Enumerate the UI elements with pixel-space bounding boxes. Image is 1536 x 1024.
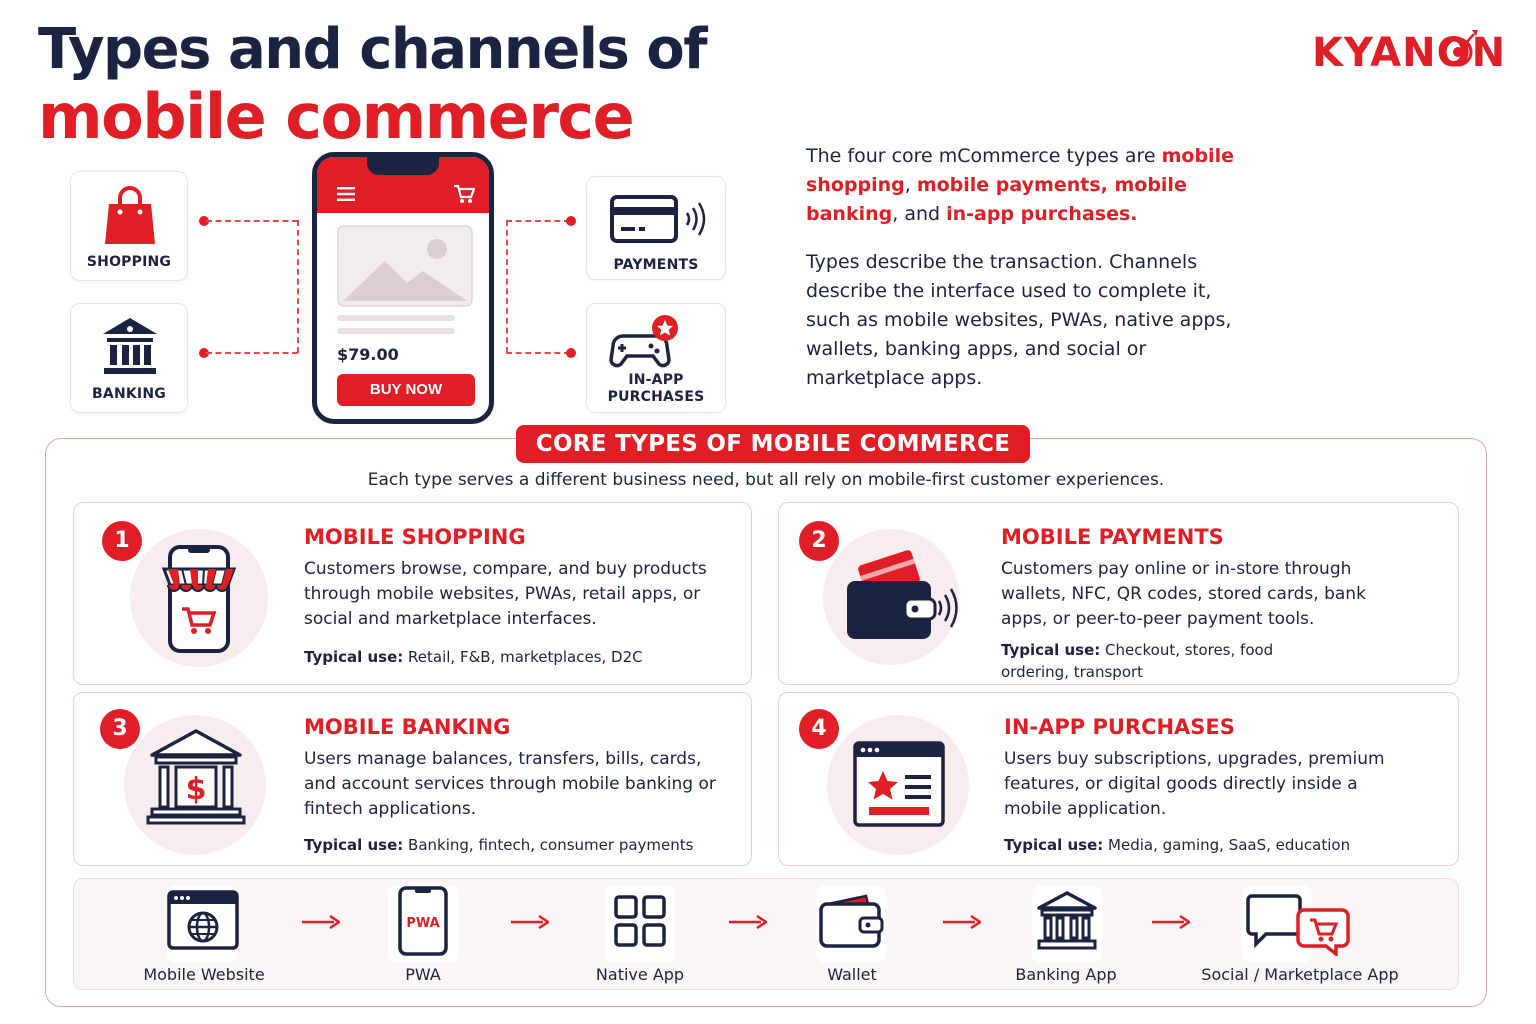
typical-use-value: Banking, fintech, consumer payments bbox=[403, 836, 694, 854]
kyanon-logo: KYANON bbox=[1312, 30, 1506, 76]
contactless-card-icon bbox=[610, 195, 706, 243]
chat-cart-icon bbox=[1246, 894, 1350, 956]
type-number: 3 bbox=[100, 709, 140, 749]
typical-use-value: Media, gaming, SaaS, education bbox=[1103, 836, 1351, 854]
shopping-label: SHOPPING bbox=[86, 254, 172, 270]
text-line-placeholder bbox=[337, 328, 455, 334]
intro-highlight: in-app purchases. bbox=[946, 203, 1138, 225]
pwa-icon-text: PWA bbox=[406, 916, 439, 931]
arrow-right-icon bbox=[1152, 915, 1190, 929]
page-title-line2: mobile commerce bbox=[38, 80, 635, 153]
type-card-mobile-payments: 2 MOBILE PAYMENTS Customers pay online o… bbox=[778, 502, 1459, 685]
channel-label: Wallet bbox=[827, 965, 877, 984]
phone-notch bbox=[367, 157, 439, 175]
typical-use-label: Typical use: bbox=[1004, 836, 1104, 854]
arrow-right-icon bbox=[302, 915, 340, 929]
type-description: Users manage balances, transfers, bills,… bbox=[304, 749, 716, 819]
type-typical-use: Typical use: Checkout, stores, food orde… bbox=[1001, 639, 1301, 683]
shopping-card: SHOPPING bbox=[70, 171, 188, 281]
menu-icon[interactable] bbox=[337, 187, 355, 201]
connector-line bbox=[506, 352, 570, 354]
typical-use-value: Checkout, stores, food ordering, transpo… bbox=[1001, 641, 1274, 681]
intro-paragraph-2: Types describe the transaction. Channels… bbox=[806, 251, 1232, 389]
text-line-placeholder bbox=[337, 315, 455, 321]
gamepad-star-icon bbox=[609, 315, 678, 368]
type-description: Customers pay online or in-store through… bbox=[1001, 559, 1366, 629]
app-window-star-icon bbox=[853, 741, 945, 827]
browser-globe-icon bbox=[167, 890, 239, 950]
banking-card: BANKING bbox=[70, 303, 188, 413]
section-banner: CORE TYPES OF MOBILE COMMERCE bbox=[516, 425, 1030, 463]
type-title: MOBILE SHOPPING bbox=[304, 525, 526, 549]
in-app-label-line2: PURCHASES bbox=[607, 389, 705, 405]
type-number: 2 bbox=[799, 521, 839, 561]
in-app-label-line1: IN-APP bbox=[628, 372, 684, 388]
typical-use-label: Typical use: bbox=[304, 648, 404, 666]
phone-mockup: $79.00 BUY NOW bbox=[312, 152, 494, 424]
intro-text: , bbox=[904, 174, 917, 196]
type-typical-use: Typical use: Retail, F&B, marketplaces, … bbox=[304, 646, 734, 668]
intro-highlight: mobile payments, mobile banking bbox=[806, 174, 1187, 225]
channel-label: Native App bbox=[595, 965, 685, 984]
type-number: 1 bbox=[102, 521, 142, 561]
wallet-contactless-icon bbox=[847, 550, 958, 639]
product-image-placeholder bbox=[337, 225, 473, 307]
shopping-bag-icon bbox=[105, 186, 155, 244]
type-typical-use: Typical use: Media, gaming, SaaS, educat… bbox=[1004, 834, 1434, 856]
typical-use-value: Retail, F&B, marketplaces, D2C bbox=[403, 648, 643, 666]
arrow-right-icon bbox=[729, 915, 767, 929]
channels-bar bbox=[73, 878, 1459, 990]
connector-dot bbox=[566, 216, 576, 226]
type-description: Users buy subscriptions, upgrades, premi… bbox=[1004, 749, 1385, 819]
storefront-phone-icon bbox=[162, 545, 236, 653]
pwa-phone-icon: PWA bbox=[398, 886, 448, 956]
bank-dollar-icon: $ bbox=[146, 729, 246, 825]
payments-card: PAYMENTS bbox=[586, 176, 726, 280]
connector-line bbox=[206, 220, 298, 222]
payments-label: PAYMENTS bbox=[613, 257, 699, 273]
app-grid-icon bbox=[614, 895, 666, 947]
connector-line bbox=[297, 220, 299, 353]
cart-icon[interactable] bbox=[453, 184, 475, 204]
type-number: 4 bbox=[799, 709, 839, 749]
banking-label: BANKING bbox=[92, 386, 166, 402]
channel-label: PWA bbox=[405, 965, 441, 984]
type-card-in-app-purchases: 4 IN-APP PURCHASES Users buy subscriptio… bbox=[778, 692, 1459, 866]
logo-text: KYANON bbox=[1312, 30, 1507, 76]
intro-text: The four core mCommerce types are bbox=[806, 145, 1162, 167]
channel-label: Social / Marketplace App bbox=[1201, 965, 1399, 984]
arrow-right-icon bbox=[943, 915, 981, 929]
intro-text: , and bbox=[892, 203, 947, 225]
type-title: IN-APP PURCHASES bbox=[1004, 715, 1235, 739]
channel-label: Banking App bbox=[1015, 965, 1117, 984]
intro-highlight: mobile shopping bbox=[806, 145, 1234, 196]
type-title: MOBILE BANKING bbox=[304, 715, 511, 739]
connector-line bbox=[206, 352, 298, 354]
section-subtitle: Each type serves a different business ne… bbox=[367, 470, 1165, 490]
type-typical-use: Typical use: Banking, fintech, consumer … bbox=[304, 834, 734, 856]
typical-use-label: Typical use: bbox=[1001, 641, 1101, 659]
type-title: MOBILE PAYMENTS bbox=[1001, 525, 1224, 549]
typical-use-label: Typical use: bbox=[304, 836, 404, 854]
svg-text:$: $ bbox=[186, 772, 207, 807]
intro-paragraph-1: The four core mCommerce types are mobile… bbox=[806, 142, 1266, 229]
type-description: Customers browse, compare, and buy produ… bbox=[304, 559, 707, 629]
product-price: $79.00 bbox=[337, 345, 399, 364]
channel-label: Mobile Website bbox=[143, 965, 265, 984]
connector-line bbox=[506, 220, 570, 222]
connector-dot bbox=[199, 216, 209, 226]
connector-line bbox=[506, 220, 508, 353]
bank-icon bbox=[103, 318, 157, 374]
type-card-mobile-banking: 3 $ MOBILE BANKING Users manage balances… bbox=[73, 692, 752, 866]
logo-target-icon bbox=[1443, 30, 1478, 67]
bank-icon bbox=[1037, 891, 1097, 950]
type-card-mobile-shopping: 1 MOBILE SHOPPING Customers browse, comp… bbox=[73, 502, 752, 685]
buy-now-button[interactable]: BUY NOW bbox=[337, 374, 475, 406]
connector-dot bbox=[566, 348, 576, 358]
in-app-purchases-card: IN-APP PURCHASES bbox=[586, 303, 726, 413]
wallet-icon bbox=[819, 894, 884, 948]
connector-dot bbox=[199, 348, 209, 358]
arrow-right-icon bbox=[511, 915, 549, 929]
page-title-line1: Types and channels of bbox=[38, 17, 708, 82]
